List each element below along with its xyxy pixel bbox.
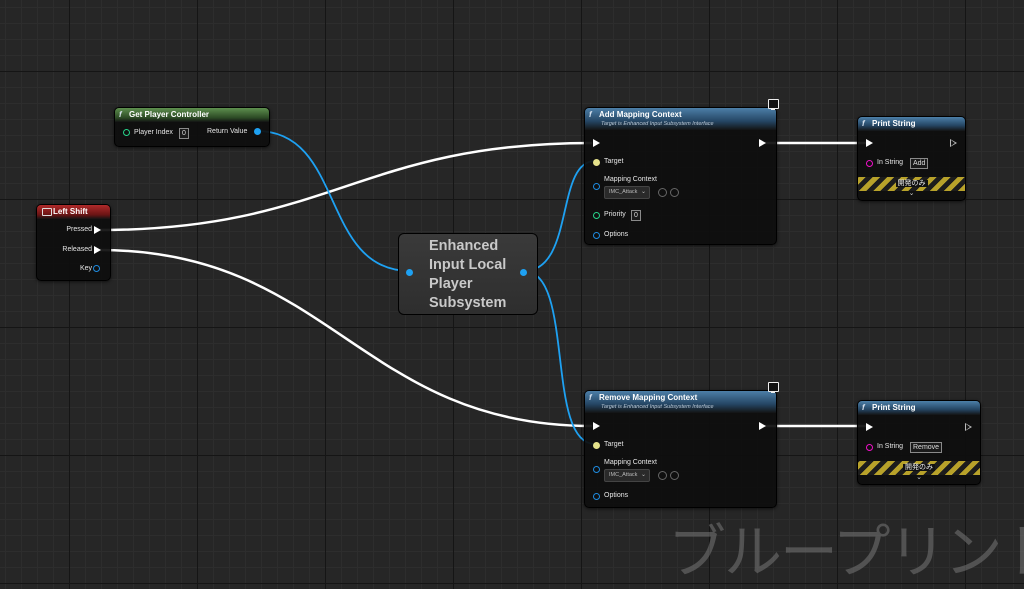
in-string-label: In String bbox=[877, 443, 904, 450]
player-index-input[interactable]: 0 bbox=[179, 128, 189, 139]
function-icon: f bbox=[862, 119, 865, 128]
function-icon: f bbox=[589, 393, 592, 402]
priority-label: Priority bbox=[604, 211, 626, 218]
node-header[interactable]: f Remove Mapping Context Target is Enhan… bbox=[585, 391, 776, 413]
enhanced-input-local-player-subsystem-node[interactable]: Enhanced Input Local Player Subsystem bbox=[398, 233, 538, 315]
chevron-down-icon: ⌄ bbox=[640, 472, 646, 478]
object-wire-controller-to-subsystem bbox=[256, 130, 411, 272]
node-header[interactable]: f Print String bbox=[858, 117, 965, 131]
monitor-icon bbox=[768, 99, 779, 110]
subsystem-output-pin[interactable] bbox=[520, 269, 527, 276]
key-label: Key bbox=[79, 265, 92, 272]
options-pin[interactable] bbox=[593, 493, 600, 500]
development-only-banner: 開発のみ bbox=[858, 461, 980, 475]
node-subtitle: Target is Enhanced Input Subsystem Inter… bbox=[601, 404, 714, 410]
print-string-add-node[interactable]: f Print String In String Add 開発のみ ⌄ bbox=[857, 116, 966, 201]
node-title: Add Mapping Context bbox=[599, 110, 682, 119]
pressed-exec-pin[interactable] bbox=[94, 226, 101, 234]
blueprint-watermark: ブループリント bbox=[668, 518, 1024, 586]
exec-out-pin[interactable] bbox=[759, 139, 766, 147]
target-label: Target bbox=[604, 441, 624, 448]
mapping-context-value: IMC_Attack bbox=[609, 189, 638, 195]
development-only-label: 開発のみ bbox=[903, 464, 935, 471]
in-string-input[interactable]: Remove bbox=[910, 442, 943, 453]
priority-input[interactable]: 0 bbox=[631, 210, 641, 221]
function-icon: f bbox=[862, 403, 865, 412]
exec-wire-released-to-remove bbox=[99, 248, 593, 428]
remove-mapping-context-node[interactable]: f Remove Mapping Context Target is Enhan… bbox=[584, 390, 777, 508]
exec-in-pin[interactable] bbox=[866, 423, 873, 431]
in-string-label: In String bbox=[877, 159, 904, 166]
released-exec-pin[interactable] bbox=[94, 246, 101, 254]
options-pin[interactable] bbox=[593, 232, 600, 239]
target-label: Target bbox=[604, 158, 624, 165]
object-wire-subsystem-to-add-target bbox=[523, 160, 596, 272]
exec-in-pin[interactable] bbox=[593, 422, 600, 430]
mapping-context-dropdown[interactable]: IMC_Attack ⌄ bbox=[604, 186, 650, 199]
released-label: Released bbox=[62, 246, 92, 253]
print-string-remove-node[interactable]: f Print String In String Remove 開発のみ ⌄ bbox=[857, 400, 981, 485]
browse-search-icon[interactable] bbox=[670, 471, 679, 480]
exec-in-pin[interactable] bbox=[866, 139, 873, 147]
exec-wire-pressed-to-add bbox=[99, 141, 593, 232]
add-mapping-context-node[interactable]: f Add Mapping Context Target is Enhanced… bbox=[584, 107, 777, 245]
function-icon: f bbox=[119, 110, 122, 119]
node-title: Left Shift bbox=[53, 207, 88, 216]
mapping-context-label: Mapping Context bbox=[604, 459, 657, 466]
monitor-icon bbox=[768, 382, 779, 393]
mapping-context-pin[interactable] bbox=[593, 466, 600, 473]
function-icon: f bbox=[589, 110, 592, 119]
exec-in-pin[interactable] bbox=[593, 139, 600, 147]
return-value-pin[interactable] bbox=[254, 128, 261, 135]
subsystem-input-pin[interactable] bbox=[406, 269, 413, 276]
in-string-input[interactable]: Add bbox=[910, 158, 929, 169]
left-shift-event-node[interactable]: Left Shift Pressed Released Key bbox=[36, 204, 111, 281]
node-title: Enhanced Input Local Player Subsystem bbox=[429, 238, 507, 311]
chevron-down-icon[interactable]: ⌄ bbox=[916, 474, 922, 481]
node-title: Print String bbox=[872, 403, 916, 412]
in-string-pin[interactable] bbox=[866, 444, 873, 451]
development-only-banner: 開発のみ bbox=[858, 177, 965, 191]
node-header[interactable]: f Get Player Controller bbox=[115, 108, 269, 122]
exec-out-pin[interactable] bbox=[759, 422, 766, 430]
mapping-context-dropdown[interactable]: IMC_Attack ⌄ bbox=[604, 469, 650, 482]
options-label: Options bbox=[604, 492, 629, 499]
node-header[interactable]: Left Shift bbox=[37, 205, 110, 219]
node-title: Remove Mapping Context bbox=[599, 393, 698, 402]
node-header[interactable]: f Print String bbox=[858, 401, 980, 415]
priority-pin[interactable] bbox=[593, 212, 600, 219]
pressed-label: Pressed bbox=[66, 226, 92, 233]
mapping-context-value: IMC_Attack bbox=[609, 472, 638, 478]
target-pin[interactable] bbox=[593, 442, 600, 449]
key-pin[interactable] bbox=[93, 265, 100, 272]
chevron-down-icon[interactable]: ⌄ bbox=[908, 190, 915, 197]
clear-selection-icon[interactable] bbox=[658, 188, 667, 197]
chevron-down-icon: ⌄ bbox=[640, 189, 646, 195]
object-wire-subsystem-to-remove-target bbox=[523, 270, 596, 445]
exec-out-pin[interactable] bbox=[965, 423, 972, 431]
node-header[interactable]: f Add Mapping Context Target is Enhanced… bbox=[585, 108, 776, 130]
exec-out-pin[interactable] bbox=[950, 139, 957, 147]
player-index-label: Player Index bbox=[134, 129, 173, 136]
player-index-pin[interactable] bbox=[123, 129, 130, 136]
in-string-pin[interactable] bbox=[866, 160, 873, 167]
node-subtitle: Target is Enhanced Input Subsystem Inter… bbox=[601, 121, 714, 127]
node-title: Get Player Controller bbox=[129, 110, 210, 119]
clear-selection-icon[interactable] bbox=[658, 471, 667, 480]
development-only-label: 開発のみ bbox=[895, 180, 928, 187]
browse-search-icon[interactable] bbox=[670, 188, 679, 197]
return-value-label: Return Value bbox=[207, 128, 248, 135]
node-title: Print String bbox=[872, 119, 916, 128]
keyboard-icon bbox=[42, 208, 52, 216]
mapping-context-label: Mapping Context bbox=[604, 176, 657, 183]
options-label: Options bbox=[604, 231, 629, 238]
target-pin[interactable] bbox=[593, 159, 600, 166]
mapping-context-pin[interactable] bbox=[593, 183, 600, 190]
get-player-controller-node[interactable]: f Get Player Controller Player Index 0 R… bbox=[114, 107, 270, 147]
